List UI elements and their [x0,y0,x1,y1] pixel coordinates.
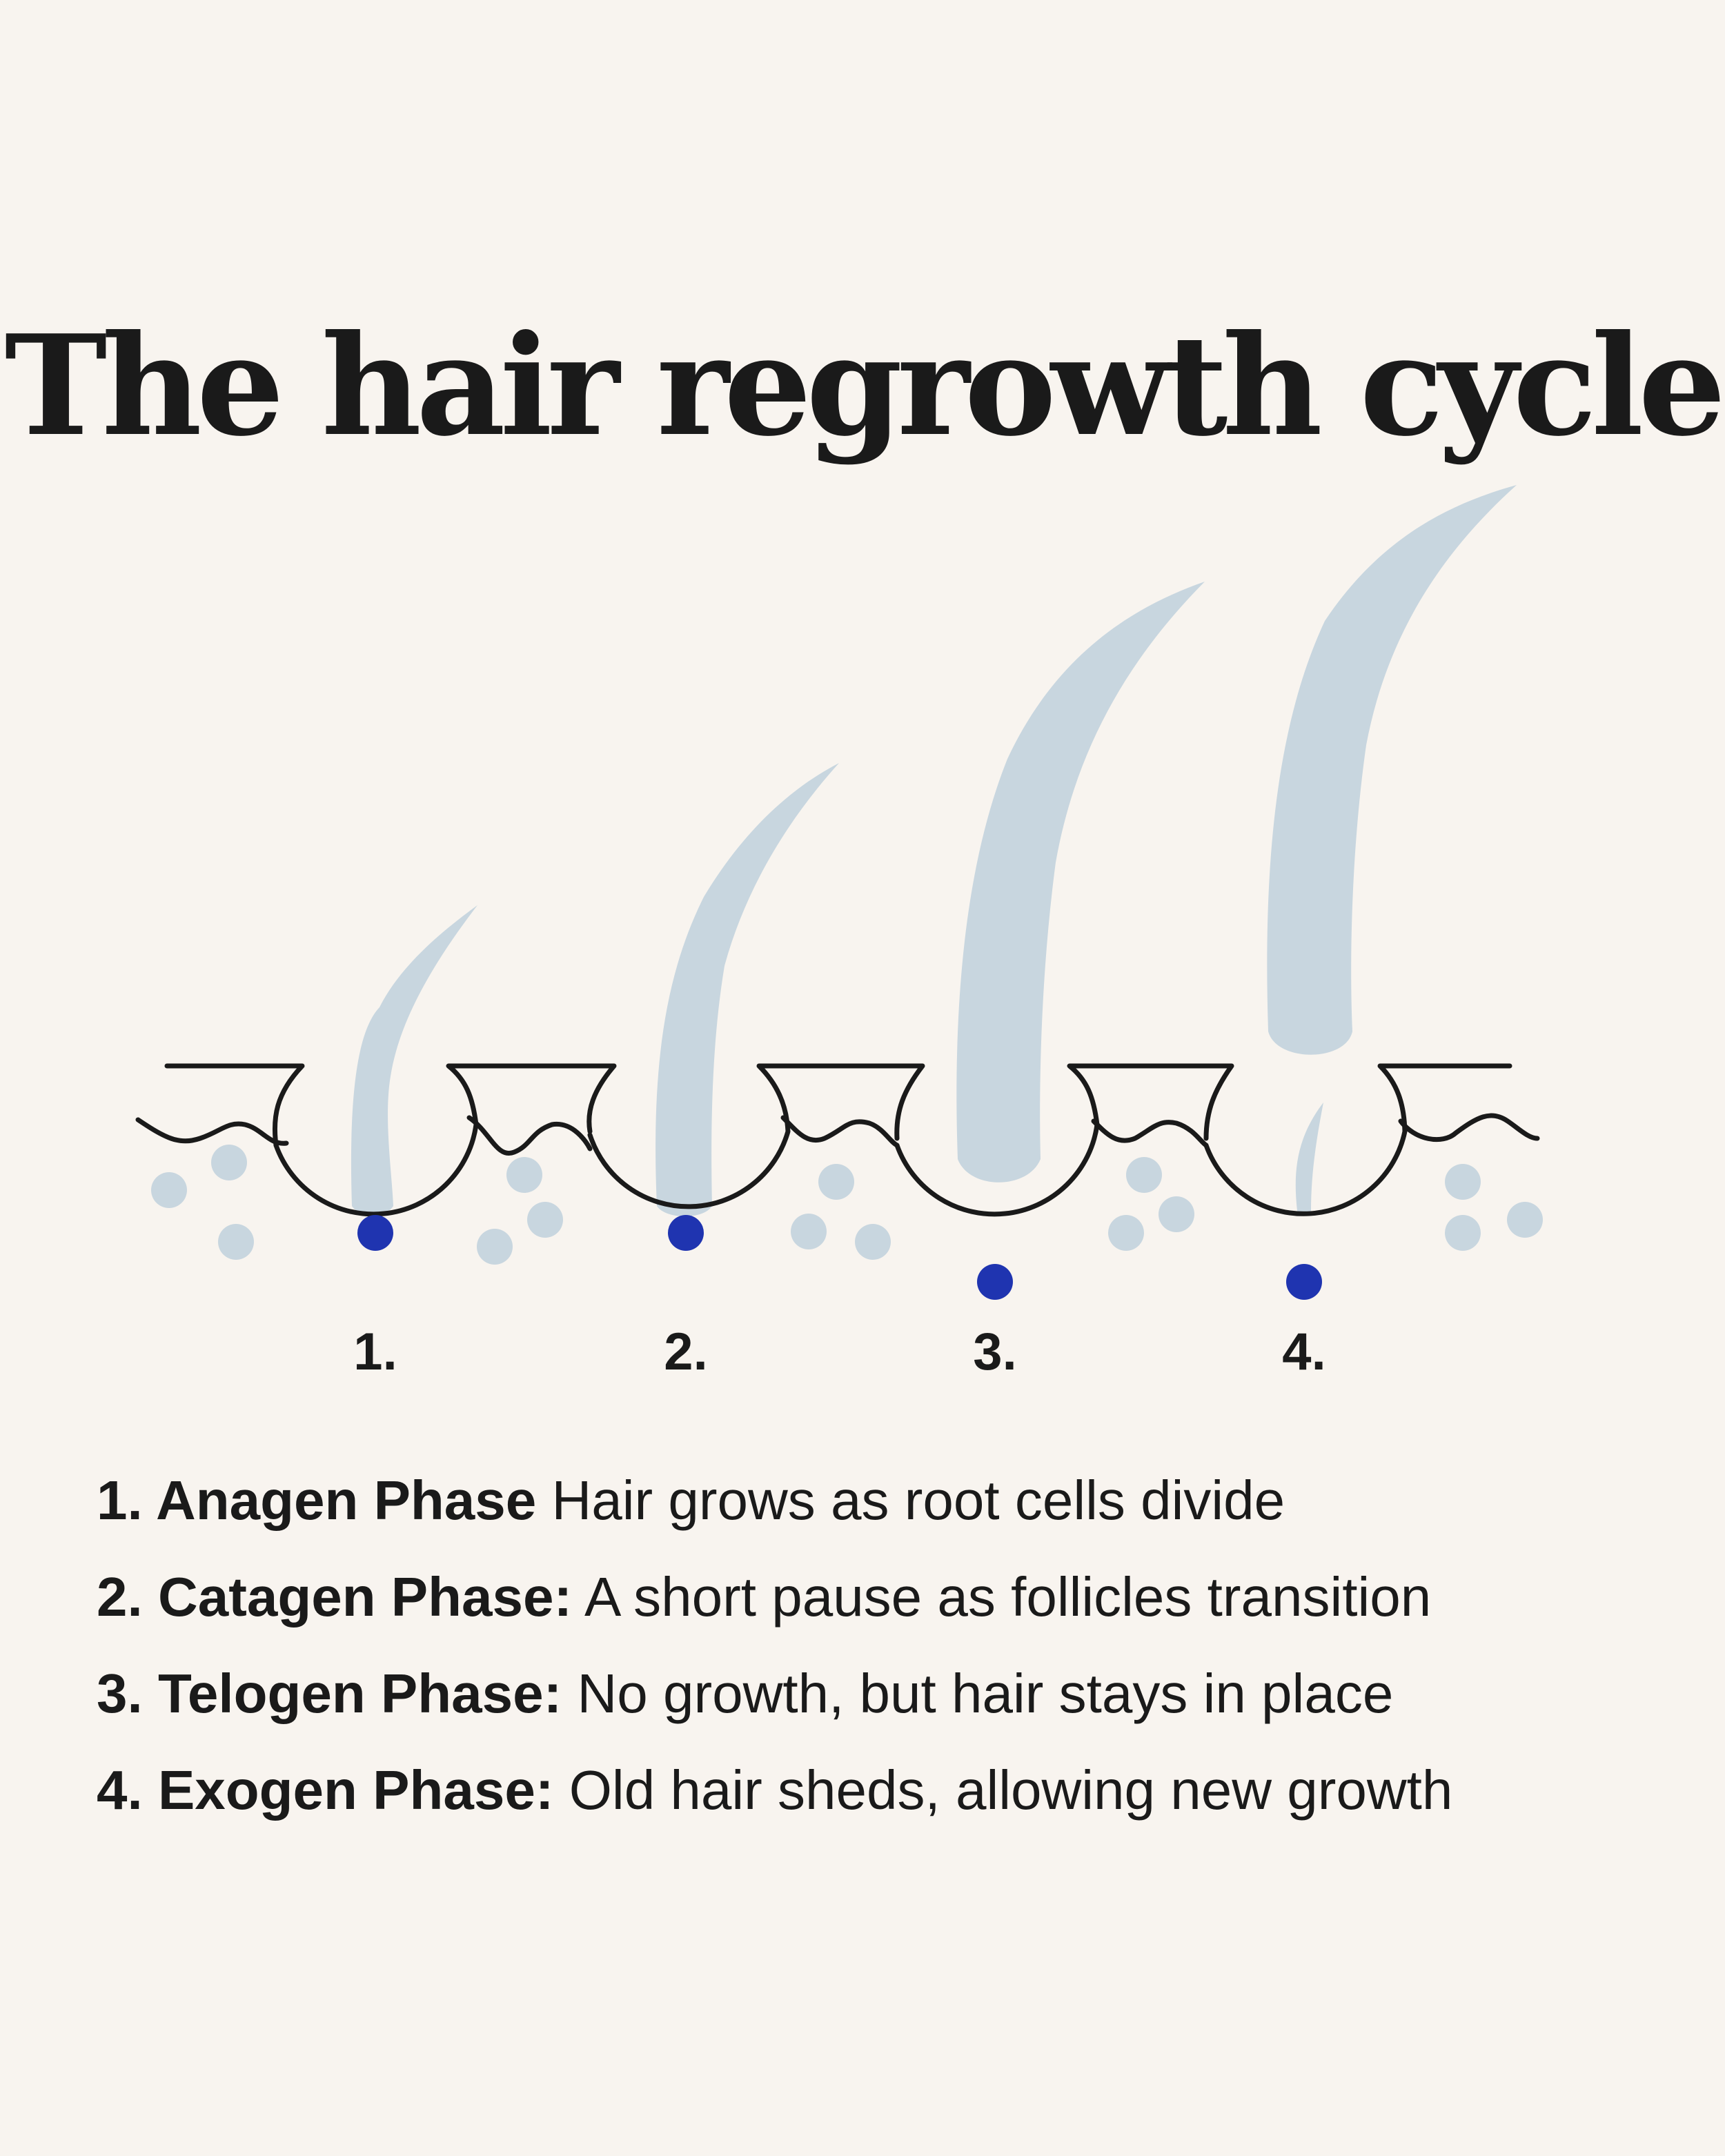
skin-cell [151,1172,187,1208]
phase-description: No growth, but hair stays in place [562,1663,1394,1724]
skin-cell [1108,1215,1144,1251]
stage-number-1: 1. [353,1323,397,1381]
skin-wave-1 [466,1115,593,1156]
phase-heading: 1. Anagen Phase [97,1470,537,1531]
hair-shaft-1 [351,905,477,1215]
follicle-1 [273,1063,617,1217]
phase-heading: 4. Exogen Phase: [97,1759,554,1821]
follicle-2 [587,1063,925,1209]
skin-cell [1445,1215,1481,1251]
phase-description: A short pause as follicles transition [572,1566,1432,1628]
skin-wave-3 [1091,1118,1209,1148]
follicle-4 [1203,1063,1512,1216]
skin-cell [818,1164,854,1200]
phase-item-exogen: 4. Exogen Phase: Old hair sheds, allowin… [97,1756,1452,1852]
skin-cell [1126,1157,1162,1193]
skin-cell [855,1224,891,1260]
skin-wave-2 [780,1115,900,1148]
stage-number-2: 2. [664,1323,708,1381]
papilla-4 [1286,1264,1322,1300]
phase-heading: 3. Telogen Phase: [97,1663,562,1724]
phase-heading: 2. Catagen Phase: [97,1566,573,1628]
skin-left-wave [135,1117,289,1146]
dermal-papillae [357,1215,1322,1300]
papilla-1 [357,1215,393,1251]
skin-cell [1445,1164,1481,1200]
papilla-2 [668,1215,704,1251]
hair-shaft-3 [956,582,1205,1183]
hairs [351,485,1517,1216]
papilla-3 [977,1264,1013,1300]
page-title: The hair regrowth cycle [4,305,1725,467]
skin-right-wave [1398,1113,1540,1143]
skin-cell [477,1229,513,1265]
phase-description: Old hair sheds, allowing new growth [553,1759,1453,1821]
hair-cycle-diagram [135,485,1543,1300]
phase-item-anagen: 1. Anagen Phase Hair grows as root cells… [97,1466,1452,1563]
stage-number-3: 3. [973,1323,1017,1381]
skin-cell [506,1157,542,1193]
skin-cells [151,1145,1543,1265]
skin-cell [211,1145,247,1180]
phase-item-telogen: 3. Telogen Phase: No growth, but hair st… [97,1659,1452,1756]
skin-cell [791,1214,827,1249]
skin-surface-1 [164,1063,305,1148]
skin-cell [218,1224,254,1260]
stage-number-4: 4. [1282,1323,1326,1381]
phase-list: 1. Anagen Phase Hair grows as root cells… [97,1466,1452,1852]
hair-shaft-4 [1267,485,1517,1055]
phase-description: Hair grows as root cells divide [536,1470,1285,1531]
skin-cell [527,1202,563,1238]
skin-cell [1159,1196,1194,1232]
hair-shaft-2 [656,763,839,1216]
follicle-3 [894,1063,1234,1217]
new-hair-4 [1295,1102,1323,1216]
skin-outline [135,1063,1540,1217]
phase-item-catagen: 2. Catagen Phase: A short pause as folli… [97,1563,1452,1659]
skin-cell [1507,1202,1543,1238]
